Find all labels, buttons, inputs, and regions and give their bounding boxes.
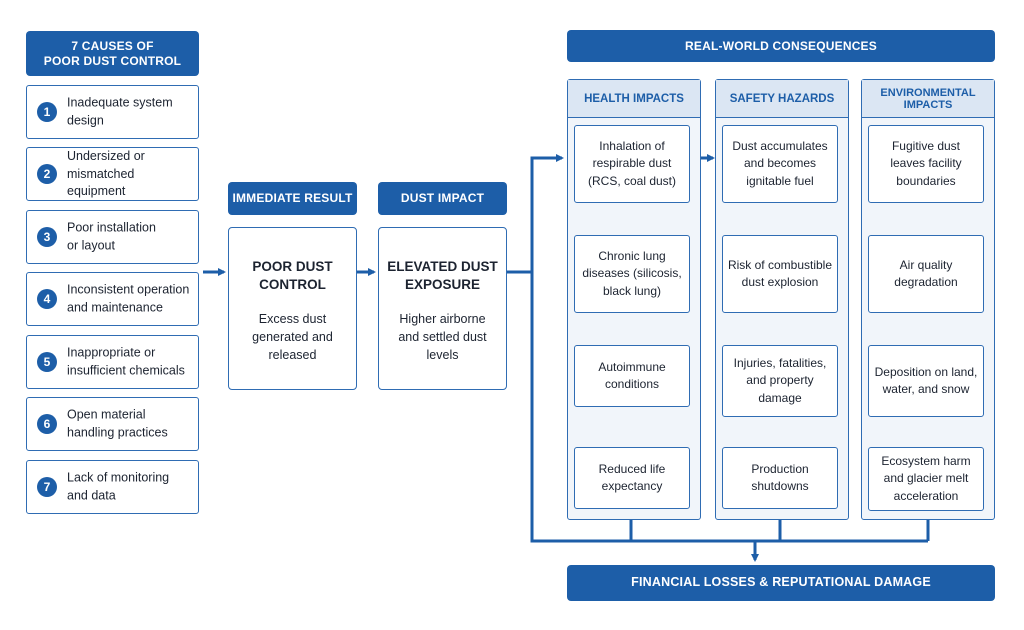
cause-item-4: 4 Inconsistent operation and maintenance — [26, 272, 199, 326]
health-item-1: Inhalation of respirable dust (RCS, coal… — [574, 125, 690, 203]
cause-item-5: 5 Inappropriate or insufficient chemical… — [26, 335, 199, 389]
safety-item-3: Injuries, fatalities, and property damag… — [722, 345, 838, 417]
environmental-item-1: Fugitive dust leaves facility boundaries — [868, 125, 984, 203]
number-badge-icon: 4 — [37, 289, 57, 309]
consequences-header: REAL-WORLD CONSEQUENCES — [567, 30, 995, 62]
number-badge-icon: 2 — [37, 164, 57, 184]
number-badge-icon: 5 — [37, 352, 57, 372]
cause-item-2: 2 Undersized or mismatched equipment — [26, 147, 199, 201]
dust-impact-box: ELEVATED DUST EXPOSURE Higher airborne a… — [378, 227, 507, 390]
immediate-result-title: POOR DUST CONTROL — [252, 259, 333, 293]
bus-bottom — [530, 272, 928, 543]
health-impacts-column: HEALTH IMPACTS Inhalation of respirable … — [567, 79, 701, 520]
causes-header-line2: POOR DUST CONTROL — [43, 53, 182, 68]
immediate-result-header: IMMEDIATE RESULT — [228, 182, 357, 215]
health-item-4: Reduced life expectancy — [574, 447, 690, 509]
safety-hazards-title: SAFETY HAZARDS — [716, 80, 848, 118]
cause-text: Inadequate system design — [67, 95, 173, 128]
safety-item-1: Dust accumulates and becomes ignitable f… — [722, 125, 838, 203]
environmental-impacts-column: ENVIRONMENTAL IMPACTS Fugitive dust leav… — [861, 79, 995, 520]
dust-impact-header: DUST IMPACT — [378, 182, 507, 215]
health-item-2: Chronic lung diseases (silicosis, black … — [574, 235, 690, 313]
financial-losses-footer: FINANCIAL LOSSES & REPUTATIONAL DAMAGE — [567, 565, 995, 601]
environmental-item-2: Air quality degradation — [868, 235, 984, 313]
cause-text: Open material handling practices — [67, 407, 168, 440]
safety-hazards-column: SAFETY HAZARDS Dust accumulates and beco… — [715, 79, 849, 520]
number-badge-icon: 1 — [37, 102, 57, 122]
cause-text: Undersized or mismatched equipment — [67, 148, 145, 198]
environmental-item-3: Deposition on land, water, and snow — [868, 345, 984, 417]
environmental-item-4: Ecosystem harm and glacier melt accelera… — [868, 447, 984, 511]
environmental-impacts-title: ENVIRONMENTAL IMPACTS — [862, 80, 994, 118]
cause-item-7: 7 Lack of monitoring and data — [26, 460, 199, 514]
number-badge-icon: 7 — [37, 477, 57, 497]
cause-item-3: 3 Poor installation or layout — [26, 210, 199, 264]
health-item-3: Autoimmune conditions — [574, 345, 690, 407]
cause-item-1: 1 Inadequate system design — [26, 85, 199, 139]
cause-text: Lack of monitoring and data — [67, 470, 170, 503]
dust-impact-title: ELEVATED DUST EXPOSURE — [387, 259, 498, 293]
immediate-result-box: POOR DUST CONTROL Excess dust generated … — [228, 227, 357, 390]
causes-header-line1: 7 CAUSES OF — [71, 38, 154, 53]
safety-item-2: Risk of combustible dust explosion — [722, 235, 838, 313]
cause-item-6: 6 Open material handling practices — [26, 397, 199, 451]
immediate-result-desc: Excess dust generated and released — [252, 312, 333, 363]
health-impacts-title: HEALTH IMPACTS — [568, 80, 700, 118]
causes-header: 7 CAUSES OF POOR DUST CONTROL — [26, 31, 199, 76]
arrow-impact-to-consequences — [507, 154, 564, 274]
cause-text: Inappropriate or insufficient chemicals — [67, 345, 185, 378]
safety-item-4: Production shutdowns — [722, 447, 838, 509]
dust-impact-desc: Higher airborne and settled dust levels — [398, 312, 487, 363]
cause-text: Poor installation or layout — [67, 220, 156, 253]
cause-text: Inconsistent operation and maintenance — [67, 282, 190, 315]
number-badge-icon: 3 — [37, 227, 57, 247]
number-badge-icon: 6 — [37, 414, 57, 434]
